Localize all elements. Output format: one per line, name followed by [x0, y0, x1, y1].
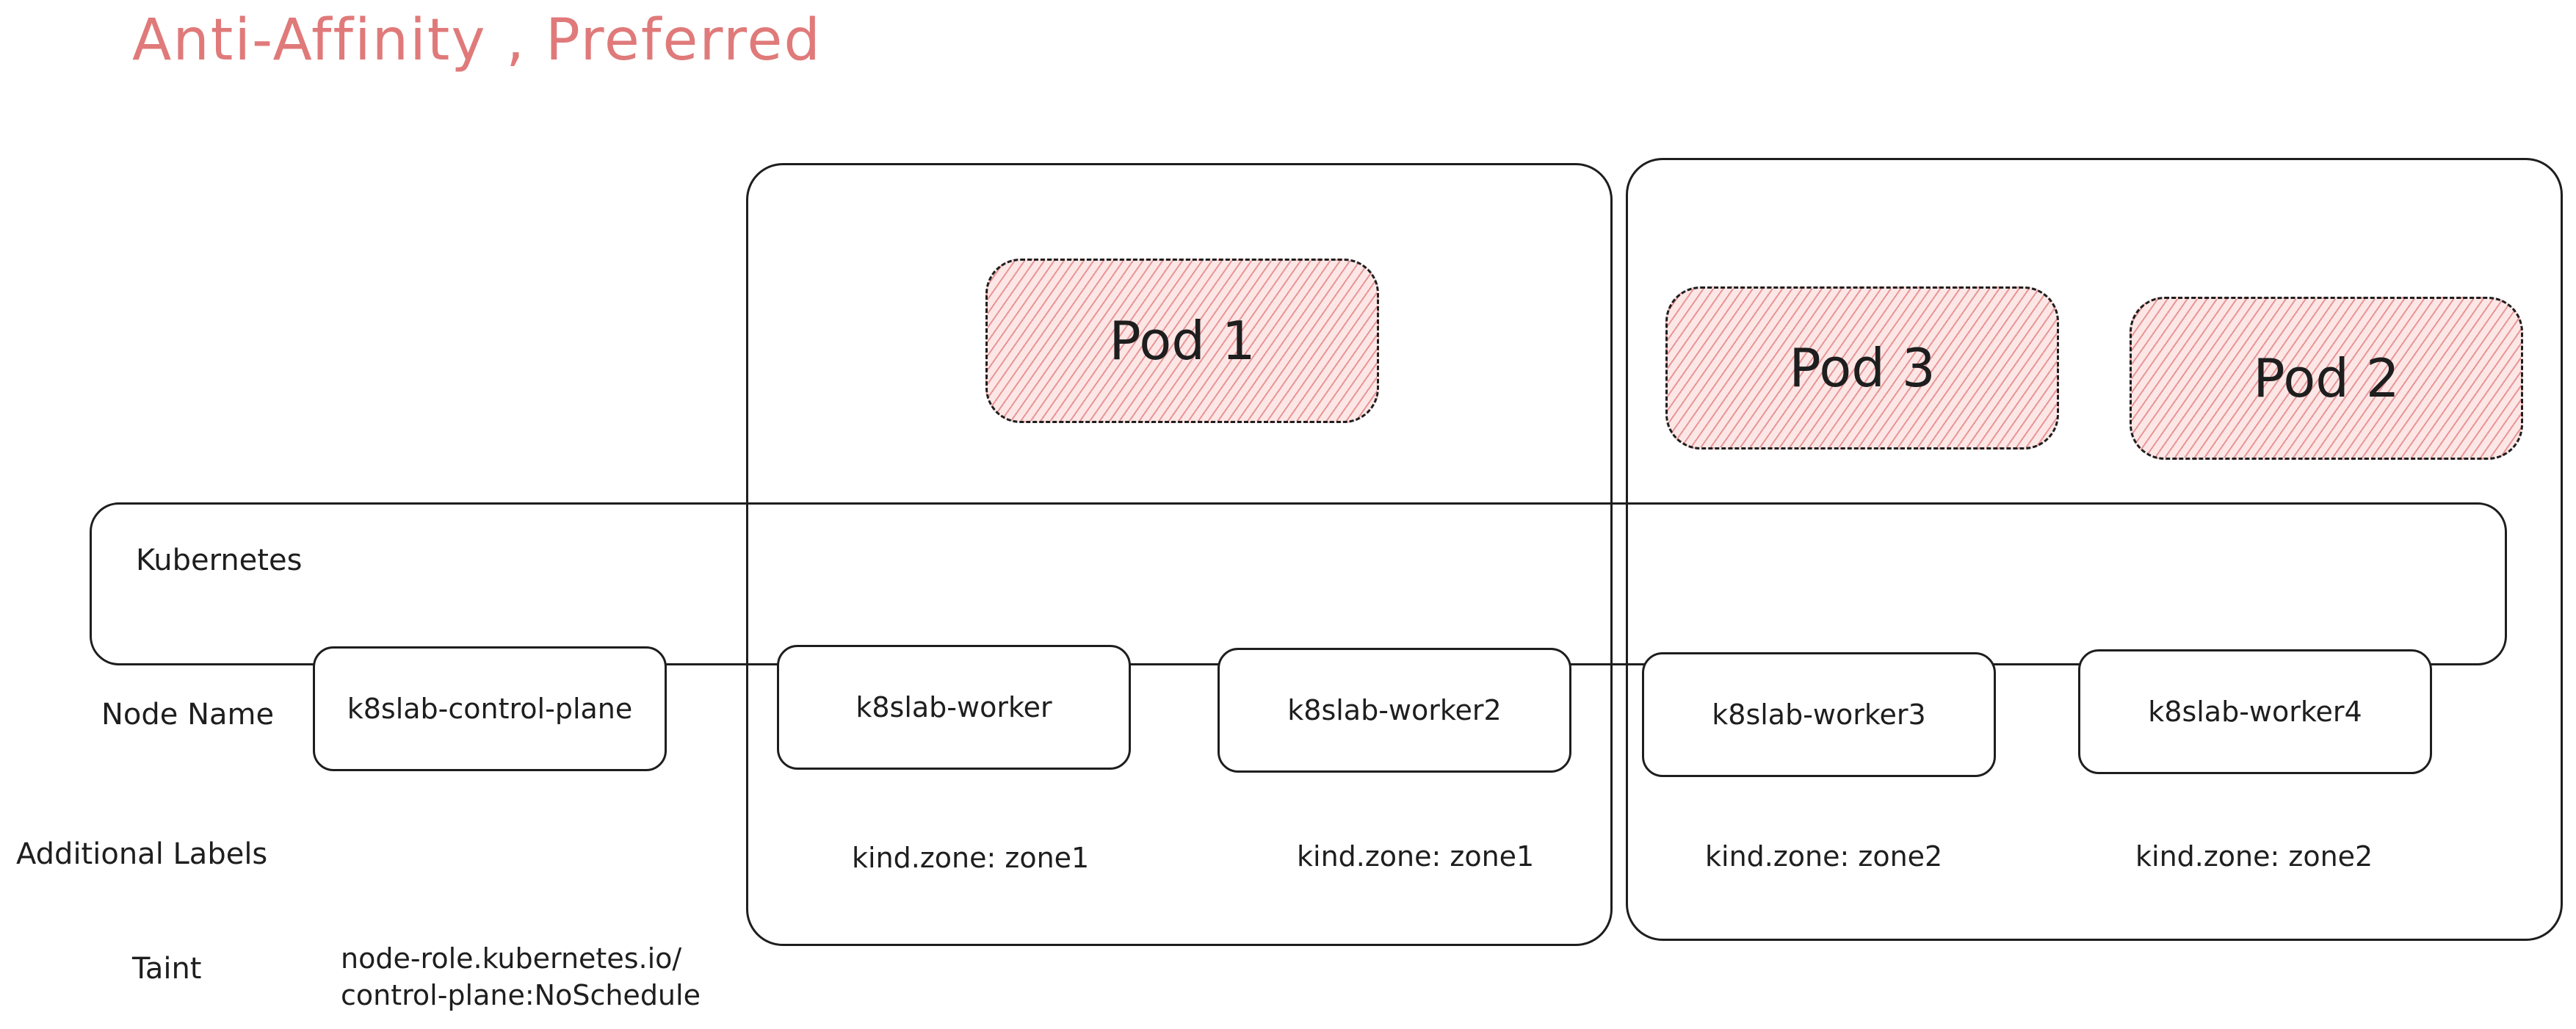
zone2-group	[1626, 158, 2563, 941]
taint-line-2: control-plane:NoSchedule	[341, 979, 701, 1011]
node-worker: k8slab-worker	[777, 645, 1131, 770]
node-worker3: k8slab-worker3	[1642, 652, 1996, 777]
taint-line-1: node-role.kubernetes.io/	[341, 942, 682, 975]
node-worker2-name: k8slab-worker2	[1287, 694, 1502, 726]
node-worker4-zone-label: kind.zone: zone2	[2135, 840, 2373, 873]
node-name-row-label: Node Name	[101, 698, 275, 732]
node-control-plane-name: k8slab-control-plane	[347, 693, 633, 725]
pod-3-label: Pod 3	[1789, 337, 1936, 399]
node-control-plane: k8slab-control-plane	[313, 646, 667, 771]
node-worker-name: k8slab-worker	[855, 691, 1052, 723]
diagram-title: Anti-Affinity , Preferred	[132, 7, 822, 73]
pod-1-label: Pod 1	[1109, 310, 1256, 372]
control-plane-taint: node-role.kubernetes.io/ control-plane:N…	[341, 940, 701, 1014]
node-worker3-zone-label: kind.zone: zone2	[1705, 840, 1943, 873]
pod-1: Pod 1	[985, 259, 1379, 423]
node-worker2-zone-label: kind.zone: zone1	[1297, 840, 1535, 873]
node-worker2: k8slab-worker2	[1218, 648, 1571, 773]
pod-2: Pod 2	[2130, 297, 2523, 460]
kubernetes-cluster-box	[90, 502, 2507, 665]
pod-3: Pod 3	[1665, 286, 2059, 449]
node-worker4: k8slab-worker4	[2078, 649, 2432, 774]
cluster-label: Kubernetes	[136, 544, 303, 577]
zone1-group	[746, 163, 1613, 946]
taint-row-label: Taint	[132, 952, 202, 986]
node-worker-zone-label: kind.zone: zone1	[852, 842, 1090, 874]
additional-labels-row-label: Additional Labels	[16, 837, 268, 871]
pod-2-label: Pod 2	[2253, 347, 2400, 409]
node-worker4-name: k8slab-worker4	[2148, 696, 2362, 728]
node-worker3-name: k8slab-worker3	[1712, 698, 1926, 731]
